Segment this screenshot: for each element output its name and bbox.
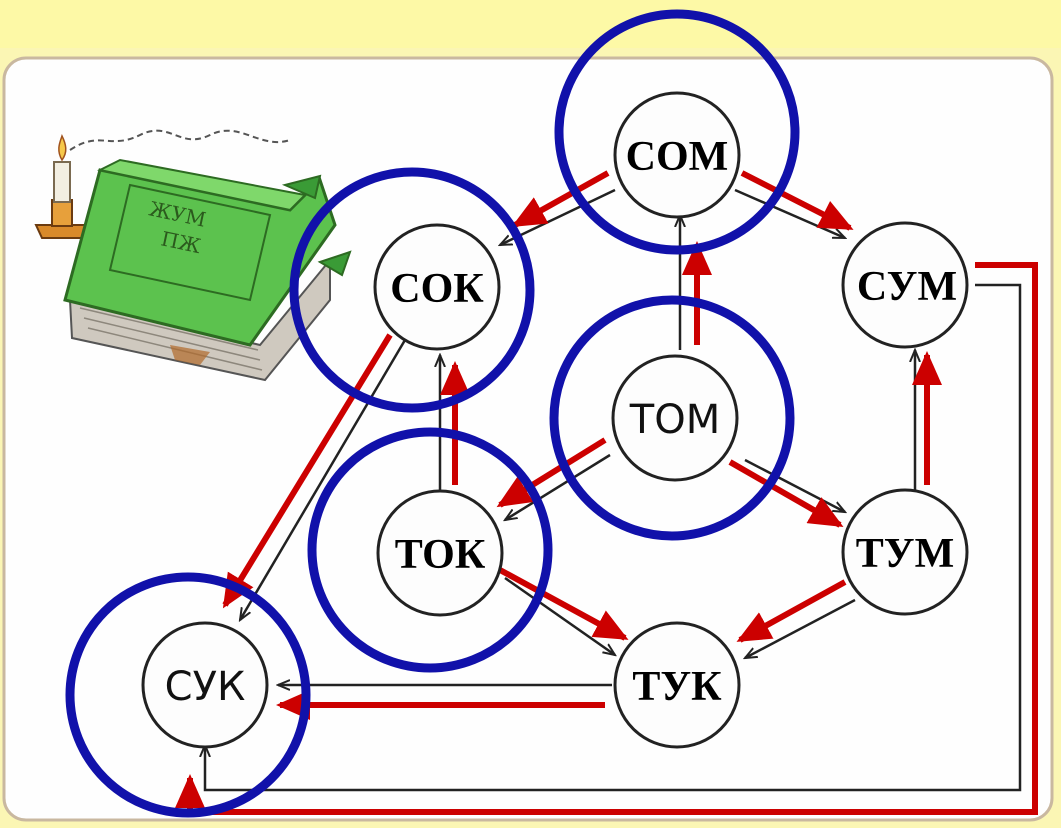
node-tok-label: ТОК	[395, 532, 486, 578]
node-sum-circle	[841, 221, 969, 349]
highlight-circles	[65, 9, 800, 818]
node-suk-circle	[141, 621, 269, 749]
node-sok-label: СОК	[390, 266, 484, 312]
black-connectors	[205, 188, 1022, 792]
node-sok-circle	[373, 223, 501, 351]
highlight-tok	[307, 427, 553, 673]
highlight-sok	[289, 167, 535, 413]
node-sum-label: СУМ	[857, 264, 957, 310]
top-banner	[0, 0, 1061, 48]
node-tom-circle	[611, 354, 739, 482]
red-arrows	[175, 170, 1038, 815]
node-som-label: СОМ	[626, 134, 729, 180]
highlight-suk	[65, 572, 311, 818]
node-tom-label: ТОМ	[629, 397, 720, 443]
highlight-som	[554, 9, 800, 255]
node-tuk-circle	[613, 621, 741, 749]
highlight-tom	[549, 295, 795, 541]
node-tum-circle	[841, 488, 969, 616]
node-tok-circle	[376, 489, 504, 617]
node-tuk-label: ТУК	[632, 664, 722, 710]
book-with-candle-icon: ЖУМ ПЖ	[34, 129, 352, 382]
node-tum-label: ТУМ	[856, 531, 954, 577]
node-suk-label: СУК	[165, 664, 246, 710]
node-circles	[141, 91, 969, 749]
node-som-circle	[613, 91, 741, 219]
